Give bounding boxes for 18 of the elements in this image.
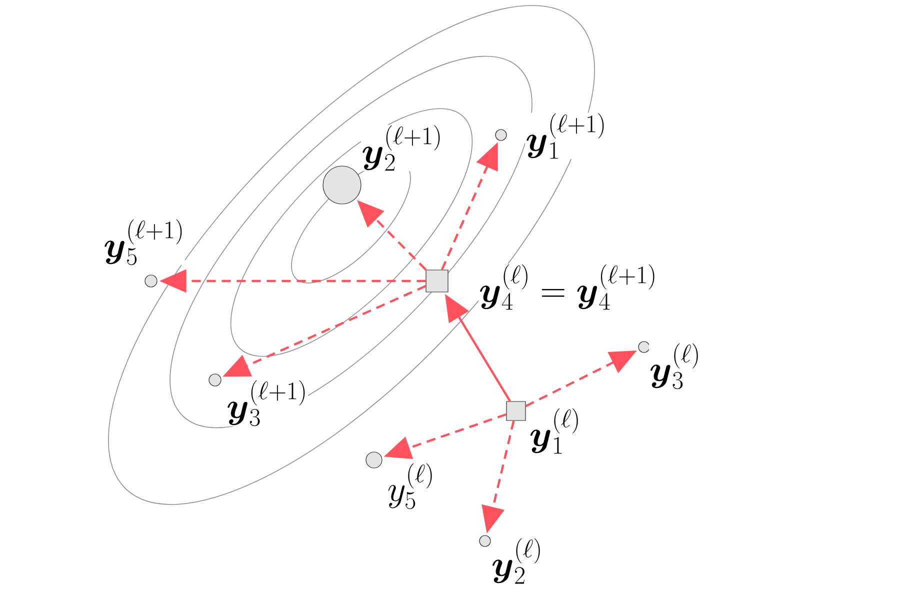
point-square bbox=[426, 270, 448, 292]
variable-label: $\boldsymbol{y}_1^{(\ell+1)}$ bbox=[525, 112, 607, 160]
point-dot bbox=[322, 166, 362, 204]
variable-label: $\boldsymbol{y}_1^{(\ell)}$ bbox=[528, 408, 582, 454]
point-dot bbox=[144, 274, 158, 288]
variable-label: $\boldsymbol{y}_2^{(\ell)}$ bbox=[490, 538, 544, 584]
point-dot bbox=[479, 535, 491, 547]
variable-label: $\boldsymbol{y}_4^{(\ell)} = \boldsymbol{y}_4^{(\ell+1)}$ bbox=[478, 264, 658, 310]
variable-label: $\boldsymbol{y}_3^{(\ell)}$ bbox=[648, 342, 702, 390]
point-dot bbox=[495, 129, 507, 141]
variable-label: $\boldsymbol{y}_2^{(\ell+1)}$ bbox=[361, 124, 443, 172]
point-square bbox=[506, 401, 526, 421]
variable-label: $\boldsymbol{y}_3^{(\ell+1)}$ bbox=[226, 380, 308, 426]
variable-label: $y_5^{(\ell)}$ bbox=[386, 462, 436, 510]
point-dot bbox=[638, 341, 650, 353]
variable-label: $\boldsymbol{y}_5^{(\ell+1)}$ bbox=[103, 218, 185, 266]
point-dot bbox=[208, 374, 222, 386]
point-dot bbox=[366, 452, 382, 468]
